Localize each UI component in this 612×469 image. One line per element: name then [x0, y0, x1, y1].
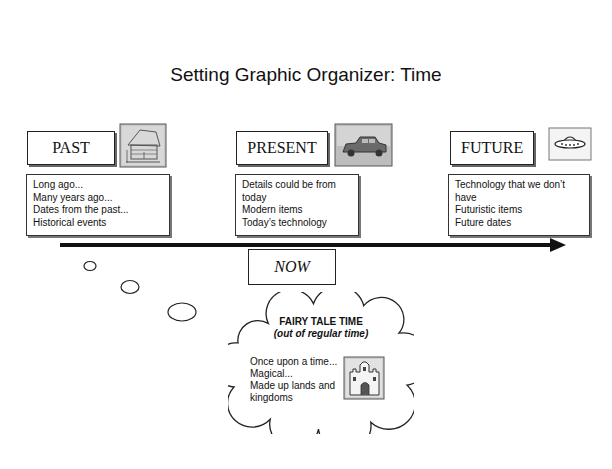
now-marker-box: NOW [248, 249, 336, 285]
ufo-picture [549, 128, 591, 160]
cloud-subheading: (out of regular time) [228, 328, 414, 340]
detail-line: Details could be from today [242, 179, 352, 204]
car-picture [335, 124, 392, 166]
diagram-title: Setting Graphic Organizer: Time [0, 64, 612, 86]
detail-line: Made up lands and kingdoms [250, 380, 344, 404]
era-heading: PRESENT [247, 139, 317, 157]
cloud-heading: FAIRY TALE TIME [228, 316, 414, 328]
detail-line: Today’s technology [242, 217, 352, 230]
detail-line: Dates from the past... [33, 204, 163, 217]
era-heading-box: PAST [27, 131, 115, 165]
detail-line: Futuristic items [455, 204, 583, 217]
detail-line: Future dates [455, 217, 583, 230]
era-heading-box: FUTURE [450, 131, 534, 165]
detail-line: Technology that we don’t have [455, 179, 583, 204]
era-details-box: Long ago...Many years ago...Dates from t… [26, 174, 170, 236]
castle-picture [344, 357, 384, 399]
era-heading-box: PRESENT [236, 131, 328, 165]
thought-bubble [168, 303, 196, 321]
fairy-tale-cloud: FAIRY TALE TIME(out of regular time) Once… [228, 292, 414, 434]
era-details-box: Details could be from todayModern itemsT… [235, 174, 359, 236]
house-picture [120, 124, 166, 167]
era-heading: PAST [38, 139, 104, 157]
arrow-head [550, 238, 566, 252]
detail-line: Modern items [242, 204, 352, 217]
detail-line: Historical events [33, 217, 163, 230]
thought-bubble [121, 281, 139, 294]
detail-line: Once upon a time... [250, 356, 344, 368]
detail-line: Magical... [250, 368, 344, 380]
era-heading: FUTURE [461, 139, 523, 157]
timeline-arrow [60, 243, 552, 247]
era-details-box: Technology that we don’t haveFuturistic … [448, 174, 590, 236]
detail-line: Many years ago... [33, 192, 163, 205]
thought-bubble [84, 262, 96, 271]
now-label: NOW [255, 258, 329, 276]
detail-line: Long ago... [33, 179, 163, 192]
